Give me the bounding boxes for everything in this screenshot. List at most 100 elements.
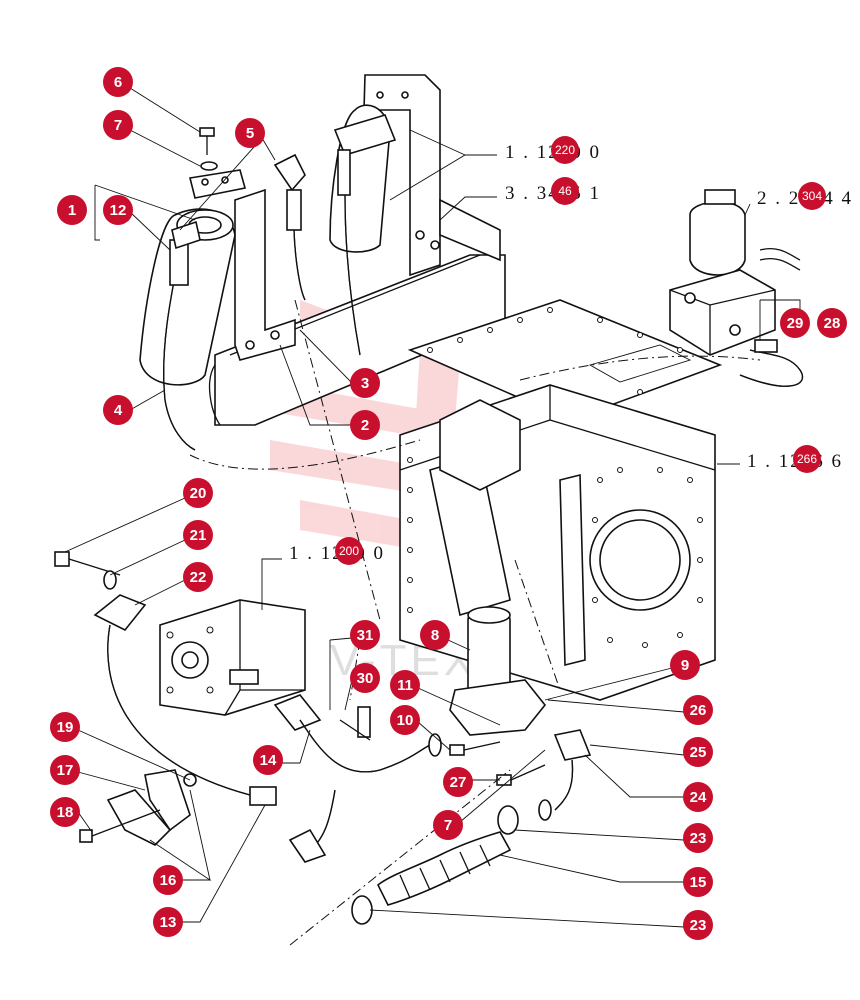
callout-26: 26 [683, 695, 713, 725]
callout-18: 18 [50, 797, 80, 827]
callout-number: 1 [68, 202, 76, 219]
reference-badge-text: 200 [339, 544, 359, 558]
callout-11: 11 [390, 670, 420, 700]
callout-circle [443, 767, 473, 797]
callout-27: 27 [443, 767, 473, 797]
screw-27 [496, 764, 546, 786]
washer-21 [103, 570, 117, 590]
callout-number: 7 [114, 117, 122, 134]
mounting-bracket [189, 169, 296, 361]
assembly-centerlines [189, 299, 761, 946]
callout-number: 2 [361, 417, 369, 434]
callout-23: 23 [683, 823, 713, 853]
washer-7-top [200, 161, 218, 171]
callout-number: 29 [787, 315, 804, 332]
callout-number: 19 [57, 719, 74, 736]
pipe-29-28 [739, 339, 804, 387]
callout-19: 19 [50, 712, 80, 742]
callout-7: 7 [103, 110, 133, 140]
top-cover-plate [407, 299, 723, 421]
bolt-30-31 [339, 706, 371, 741]
pipe-13 [93, 594, 277, 806]
callout-number: 16 [160, 872, 177, 889]
callout-number: 15 [690, 874, 707, 891]
callout-9: 9 [670, 650, 700, 680]
filter-8 [449, 606, 547, 736]
callout-29: 29 [780, 308, 810, 338]
callout-number: 11 [397, 677, 413, 694]
callout-number: 23 [690, 830, 707, 847]
callout-circle [103, 195, 133, 225]
callout-17: 17 [50, 755, 80, 785]
callout-number: 17 [57, 762, 74, 779]
transmission-housing [399, 384, 716, 701]
callout-circle [350, 620, 380, 650]
bolt-6 [199, 127, 215, 155]
callout-circle [153, 865, 183, 895]
callout-13: 13 [153, 907, 183, 937]
reference-badge-marker [798, 182, 826, 210]
pipe-14 [273, 694, 442, 773]
callout-3: 3 [350, 368, 380, 398]
callout-31: 31 [350, 620, 380, 650]
callout-circle [183, 562, 213, 592]
hose-lower [288, 789, 336, 863]
callout-number: 21 [190, 527, 207, 544]
callout-10: 10 [390, 705, 420, 735]
reference-badge-marker [551, 177, 579, 205]
callout-circle [670, 650, 700, 680]
callout-number: 22 [190, 569, 207, 586]
callout-circle [683, 782, 713, 812]
callout-number: 8 [431, 627, 439, 644]
hose-clamp-23-top [497, 805, 519, 835]
pipe-24 [538, 729, 592, 821]
callout-number: 10 [397, 712, 414, 729]
callout-15: 15 [683, 867, 713, 897]
callout-circle [103, 395, 133, 425]
callout-circle [433, 810, 463, 840]
callout-circle [420, 620, 450, 650]
callout-24: 24 [683, 782, 713, 812]
reference-badge-text: 46 [558, 184, 572, 198]
callout-8: 8 [420, 620, 450, 650]
callout-20: 20 [183, 478, 213, 508]
callout-number: 13 [160, 914, 177, 931]
hydraulic-pump [159, 599, 306, 716]
hose-5-fitting [273, 153, 306, 301]
callout-circle [817, 308, 847, 338]
bellows-hose-15 [377, 831, 512, 906]
reference-badge-text: 304 [802, 189, 822, 203]
callout-number: 20 [190, 485, 207, 502]
callout-6: 6 [103, 67, 133, 97]
callout-7: 7 [433, 810, 463, 840]
callout-2: 2 [350, 410, 380, 440]
callout-circle [50, 797, 80, 827]
callout-number: 12 [110, 202, 127, 219]
screw-10 [449, 741, 501, 756]
callout-number: 25 [690, 744, 707, 761]
callout-circle [253, 745, 283, 775]
callout-number: 6 [114, 74, 122, 91]
callout-number: 27 [450, 774, 467, 791]
callout-16: 16 [153, 865, 183, 895]
callout-21: 21 [183, 520, 213, 550]
callout-number: 3 [361, 375, 369, 392]
callout-circle [103, 110, 133, 140]
callout-12: 12 [103, 195, 133, 225]
reference-badge-marker [793, 445, 821, 473]
callout-number: 26 [690, 702, 707, 719]
callout-circle [350, 368, 380, 398]
callout-number: 28 [824, 315, 841, 332]
callout-circle [183, 478, 213, 508]
callout-circle [350, 410, 380, 440]
callout-circle [235, 118, 265, 148]
callout-circle [780, 308, 810, 338]
callout-25: 25 [683, 737, 713, 767]
callout-circle [390, 705, 420, 735]
reference-badge-marker [335, 537, 363, 565]
reference-badge-text: 266 [797, 452, 817, 466]
hose-clamp-23-bottom [351, 895, 373, 925]
